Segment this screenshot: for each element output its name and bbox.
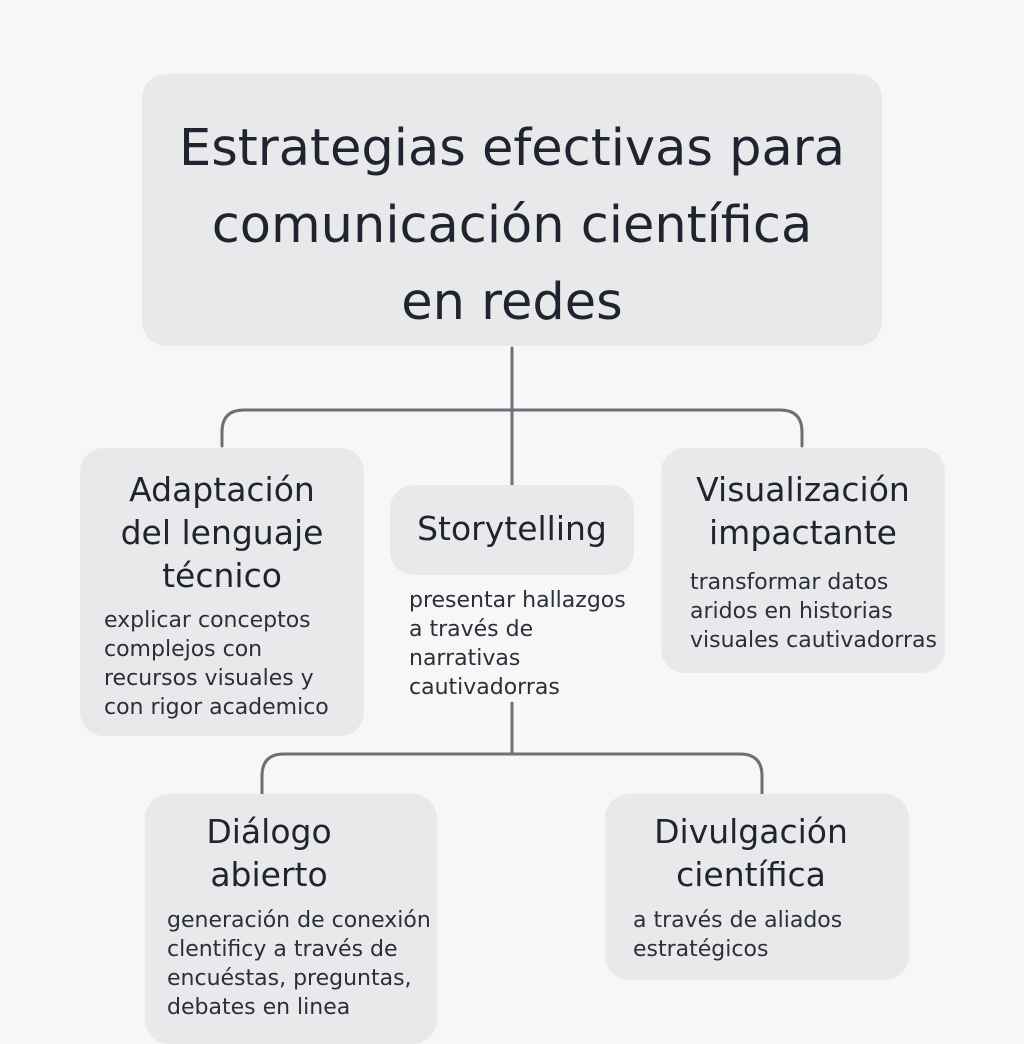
node-divulgacion-heading: Divulgación científica [654,812,848,894]
node-visualizacion-heading: Visualización impactante [696,470,910,552]
connector-branch-top [220,408,804,448]
node-adaptacion-heading: Adaptación del lenguaje técnico [120,470,324,595]
node-storytelling-heading: Storytelling [417,509,607,548]
node-dialogo: Diálogo abierto generación de conexión c… [145,794,437,1044]
node-divulgacion: Divulgación científica a través de aliad… [605,794,909,980]
diagram-title: Estrategias efectivas para comunicación … [179,119,845,332]
title-node: Estrategias efectivas para comunicación … [142,74,882,346]
node-adaptacion-text: explicar conceptos complejos con recurso… [104,608,329,720]
connector-branch-bottom [260,752,764,796]
node-visualizacion-text: transformar datos aridos en historias vi… [690,570,937,653]
node-storytelling-text: presentar hallazgos a través de narrativ… [409,586,639,702]
node-divulgacion-text: a través de aliados estratégicos [633,908,843,962]
node-dialogo-text: generación de conexión clentificy a trav… [167,908,431,1020]
node-storytelling: Storytelling [390,485,634,575]
node-adaptacion: Adaptación del lenguaje técnico explicar… [80,448,364,736]
node-dialogo-heading: Diálogo abierto [206,812,332,894]
node-visualizacion: Visualización impactante transformar dat… [661,448,945,673]
